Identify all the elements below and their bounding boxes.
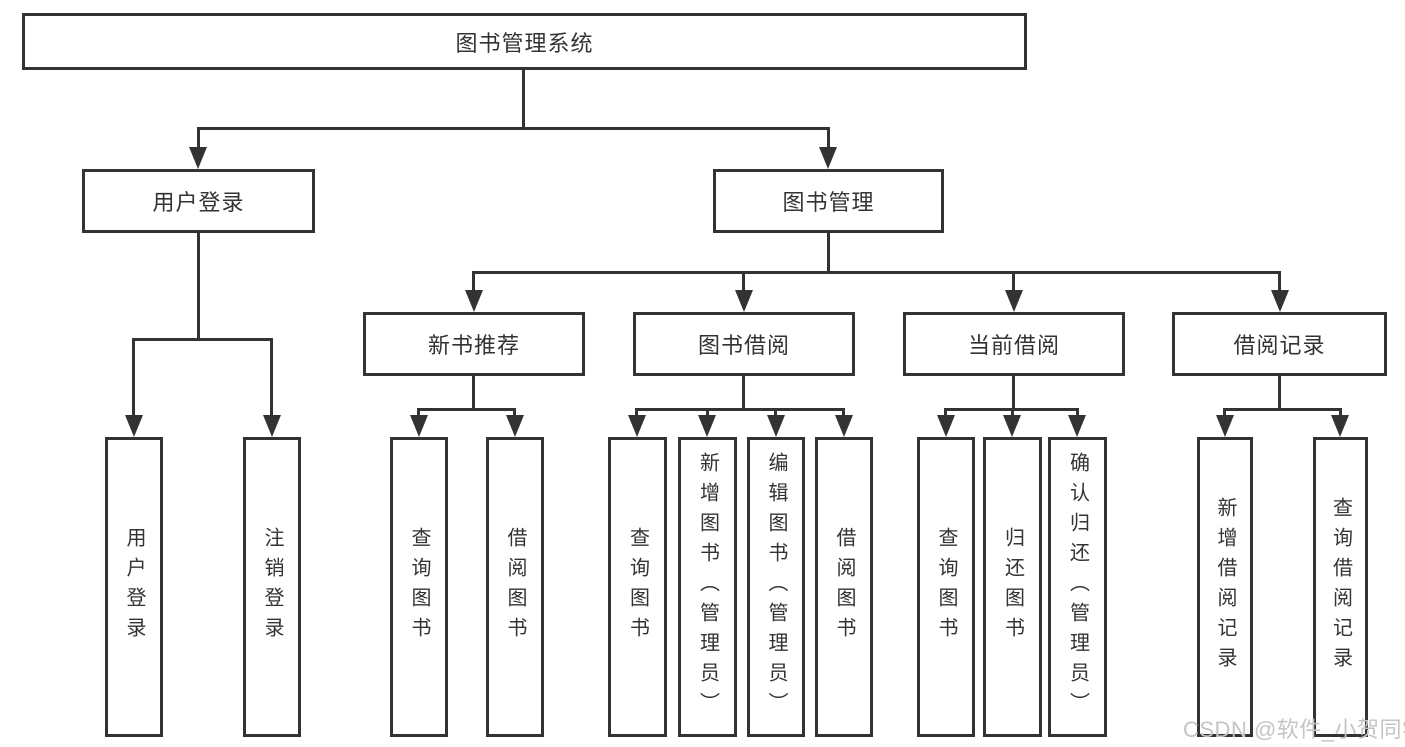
arrowhead-icon — [465, 290, 483, 312]
arrowhead-icon — [819, 147, 837, 169]
connector-line — [944, 408, 947, 417]
connector-line — [827, 233, 830, 271]
leaf-logout: 注销登录 — [243, 437, 301, 737]
arrowhead-icon — [263, 415, 281, 437]
connector-line — [1223, 408, 1341, 411]
connector-line — [132, 338, 135, 416]
arrowhead-icon — [767, 415, 785, 437]
leaf-label: 查询图书 — [626, 527, 649, 647]
connector-line — [522, 70, 525, 130]
arrowhead-icon — [1216, 415, 1234, 437]
connector-line — [1076, 408, 1079, 417]
connector-line — [197, 127, 830, 130]
node-book-management: 图书管理 — [713, 169, 944, 233]
node-label: 图书管理 — [782, 190, 875, 215]
connector-line — [417, 408, 516, 411]
arrowhead-icon — [628, 415, 646, 437]
node-label: 新书推荐 — [427, 333, 520, 358]
arrowhead-icon — [1005, 290, 1023, 312]
leaf-label: 借阅图书 — [504, 527, 526, 647]
leaf-label: 新增图书（管理员） — [696, 452, 719, 722]
arrowhead-icon — [1271, 290, 1289, 312]
connector-line — [742, 376, 745, 408]
node-current-borrow: 当前借阅 — [903, 312, 1125, 376]
connector-line — [472, 271, 1281, 274]
connector-line — [472, 271, 475, 293]
connector-line — [774, 408, 777, 417]
connector-line — [635, 408, 845, 411]
connector-line — [742, 271, 745, 293]
connector-line — [1339, 408, 1342, 417]
node-label: 用户登录 — [152, 190, 245, 215]
connector-line — [706, 408, 709, 417]
node-borrow-records: 借阅记录 — [1172, 312, 1387, 376]
leaf-label: 注销登录 — [261, 527, 283, 647]
arrowhead-icon — [937, 415, 955, 437]
connector-line — [1223, 408, 1226, 417]
arrowhead-icon — [735, 290, 753, 312]
connector-line — [635, 408, 638, 417]
connector-line — [513, 408, 516, 417]
arrowhead-icon — [1331, 415, 1349, 437]
connector-line — [1012, 271, 1015, 293]
connector-line — [197, 233, 200, 338]
leaf-edit-books-admin: 编辑图书（管理员） — [747, 437, 805, 737]
connector-line — [1012, 376, 1015, 408]
connector-line — [842, 408, 845, 417]
connector-line — [1278, 376, 1281, 408]
node-label: 图书管理系统 — [455, 30, 594, 56]
leaf-query-books-recommend: 查询图书 — [390, 437, 448, 737]
leaf-query-books-current: 查询图书 — [917, 437, 975, 737]
connector-line — [1278, 271, 1281, 293]
leaf-borrow-books: 借阅图书 — [815, 437, 873, 737]
leaf-confirm-return-admin: 确认归还（管理员） — [1048, 437, 1107, 737]
leaf-return-books: 归还图书 — [983, 437, 1042, 737]
arrowhead-icon — [125, 415, 143, 437]
connector-line — [1011, 408, 1014, 417]
arrowhead-icon — [698, 415, 716, 437]
connector-line — [472, 376, 475, 408]
connector-line — [132, 338, 273, 341]
leaf-label: 归还图书 — [1001, 527, 1024, 647]
arrowhead-icon — [1003, 415, 1021, 437]
arrowhead-icon — [835, 415, 853, 437]
connector-line — [827, 127, 830, 151]
leaf-label: 用户登录 — [123, 527, 145, 647]
leaf-user-login: 用户登录 — [105, 437, 163, 737]
arrowhead-icon — [506, 415, 524, 437]
arrowhead-icon — [410, 415, 428, 437]
connector-line — [270, 338, 273, 416]
node-new-book-recommend: 新书推荐 — [363, 312, 585, 376]
leaf-label: 确认归还（管理员） — [1066, 452, 1089, 722]
node-book-borrow: 图书借阅 — [633, 312, 855, 376]
csdn-watermark: CSDN @软件_小贺同学 — [1183, 717, 1405, 742]
node-root-library-system: 图书管理系统 — [22, 13, 1027, 70]
node-label: 借阅记录 — [1233, 333, 1326, 358]
leaf-borrow-books-recommend: 借阅图书 — [486, 437, 544, 737]
leaf-label: 查询借阅记录 — [1329, 497, 1352, 677]
node-user-login: 用户登录 — [82, 169, 315, 233]
leaf-query-books-borrow: 查询图书 — [608, 437, 667, 737]
arrowhead-icon — [1068, 415, 1086, 437]
connector-line — [417, 408, 420, 417]
node-label: 当前借阅 — [967, 333, 1060, 358]
leaf-add-books-admin: 新增图书（管理员） — [678, 437, 737, 737]
leaf-label: 查询图书 — [935, 527, 957, 647]
arrowhead-icon — [189, 147, 207, 169]
leaf-query-borrow-record: 查询借阅记录 — [1313, 437, 1368, 737]
leaf-label: 新增借阅记录 — [1214, 497, 1236, 677]
node-label: 图书借阅 — [697, 333, 790, 358]
leaf-label: 借阅图书 — [833, 527, 855, 647]
connector-line — [197, 127, 200, 151]
leaf-add-borrow-record: 新增借阅记录 — [1197, 437, 1253, 737]
leaf-label: 编辑图书（管理员） — [765, 452, 787, 722]
leaf-label: 查询图书 — [408, 527, 430, 647]
